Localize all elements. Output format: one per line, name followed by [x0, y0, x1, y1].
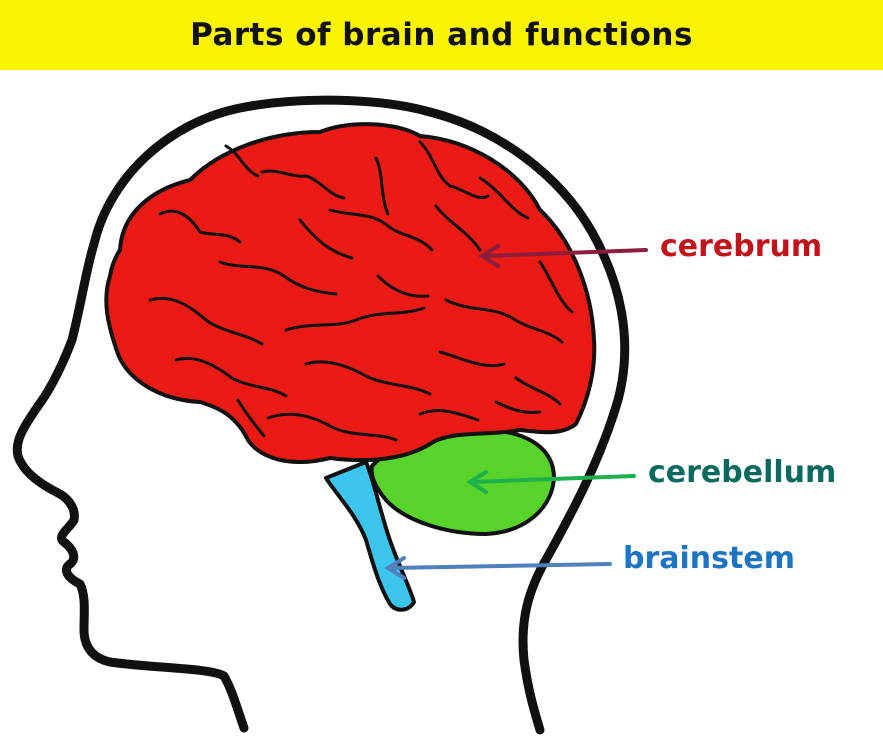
cerebrum-arrow [478, 244, 648, 268]
cerebrum-folds [148, 140, 574, 442]
brainstem-arrow [384, 556, 612, 580]
label-cerebrum: cerebrum [660, 229, 823, 264]
cerebrum-region [104, 122, 597, 464]
label-cerebellum: cerebellum [648, 455, 837, 490]
cerebellum-arrow [466, 470, 636, 494]
head-outline [12, 95, 630, 735]
label-brainstem: brainstem [623, 541, 795, 576]
page-title: Parts of brain and functions [190, 17, 693, 53]
title-bar: Parts of brain and functions [0, 0, 883, 70]
